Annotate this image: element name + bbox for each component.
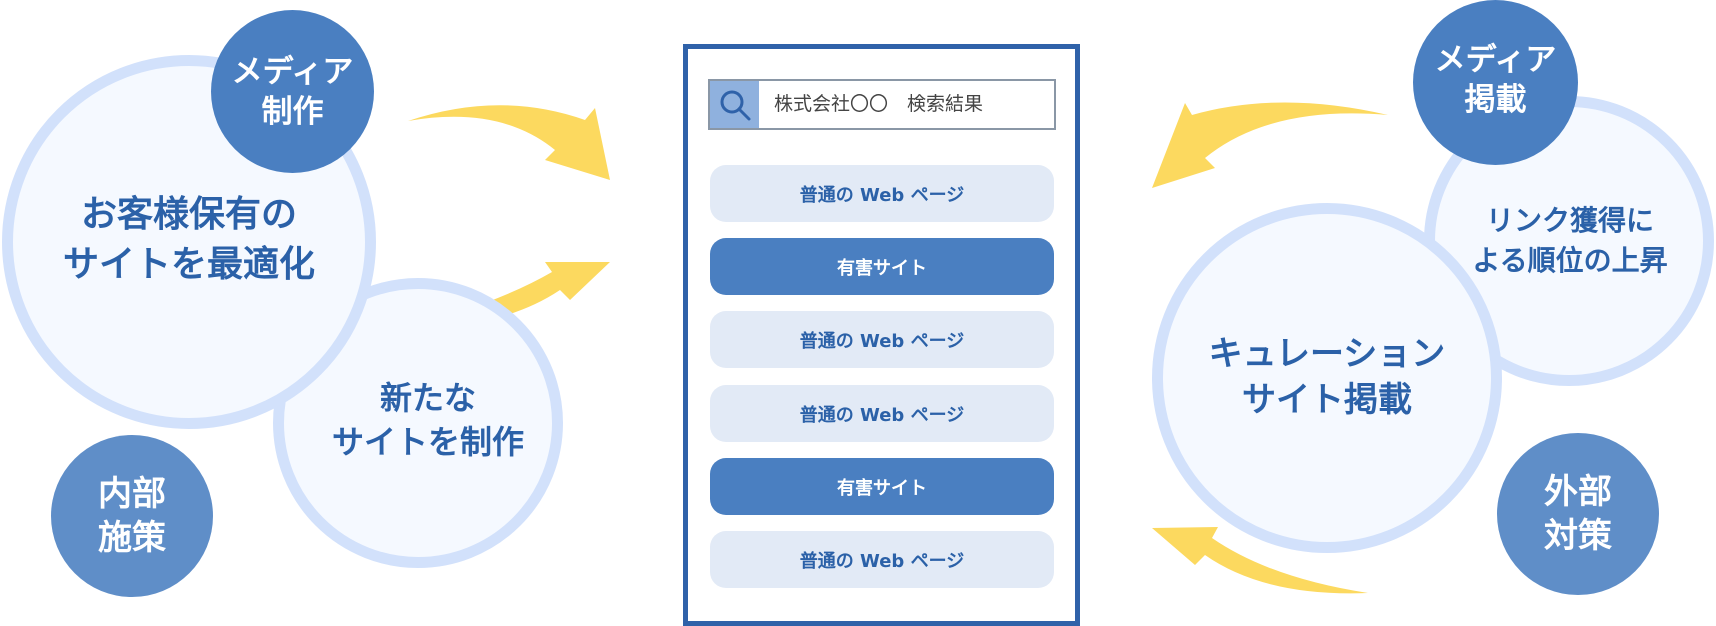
internal-measures-label: 内部 施策: [98, 474, 166, 558]
internal-measures-circle: [51, 435, 213, 597]
media-production-label: メディア 制作: [231, 54, 354, 130]
result-harmful-site[interactable]: 有害サイト: [710, 458, 1054, 515]
external-measures-circle: [1497, 433, 1659, 595]
result-normal-page[interactable]: 普通の Web ページ: [710, 531, 1054, 588]
link-acquisition-label: リンク獲得に よる順位の上昇: [1472, 204, 1668, 277]
search-query: 株式会社〇〇 検索結果: [774, 93, 984, 115]
result-normal-page[interactable]: 普通の Web ページ: [710, 165, 1054, 222]
result-normal-page[interactable]: 普通の Web ページ: [710, 385, 1054, 442]
result-normal-page[interactable]: 普通の Web ページ: [710, 311, 1054, 368]
media-coverage-circle: [1413, 0, 1578, 165]
media-production-circle: [211, 10, 374, 173]
curation-label: キュレーション サイト掲載: [1208, 334, 1446, 420]
search-bar[interactable]: 株式会社〇〇 検索結果: [708, 79, 1056, 130]
media-coverage-label: メディア 掲載: [1434, 42, 1557, 118]
external-measures-label: 外部 対策: [1544, 472, 1612, 556]
result-harmful-site[interactable]: 有害サイト: [710, 238, 1054, 295]
arrow-top-left: [408, 105, 610, 180]
main-optimize-label: お客様保有の サイトを最適化: [62, 194, 315, 285]
arrow-top-right: [1152, 102, 1388, 188]
arrow-bottom-left: [405, 262, 610, 328]
search-icon: [710, 81, 759, 128]
arrow-bottom-right: [1152, 527, 1368, 594]
new-site-label: 新たな サイトを制作: [331, 379, 524, 461]
curation-circle: [1152, 203, 1502, 553]
